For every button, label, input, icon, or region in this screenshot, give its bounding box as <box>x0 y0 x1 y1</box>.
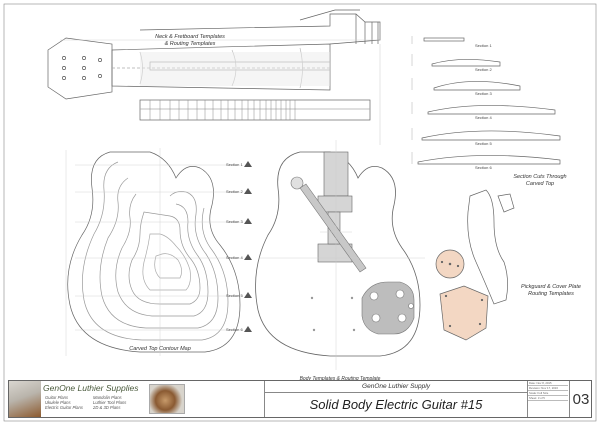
pickguard-label-line1: Pickguard & Cover Plate <box>521 284 581 290</box>
section-marker-5 <box>244 292 252 298</box>
control-cover-plate <box>439 285 489 341</box>
carved-top-label: Carved Top Contour Map <box>129 346 191 352</box>
section-cuts <box>417 37 561 165</box>
revision-info: Date: Nov 8, 2015 Revision: Nov 17, 2016… <box>528 381 568 417</box>
section-cut-label: Section 2 <box>475 67 492 72</box>
section-cut-label: Section 6 <box>475 165 492 170</box>
company-name: GenOne Luthier Supplies <box>43 383 139 393</box>
section-cut-label: Section 1 <box>475 43 492 48</box>
info-row: Scale: Full Size <box>528 391 568 396</box>
body-template <box>255 151 421 357</box>
guitar-photo <box>149 384 185 414</box>
info-row: Date: Nov 8, 2015 <box>528 381 568 386</box>
section-cut-label: Section 4 <box>475 115 492 120</box>
contour-section-label: Section 2 <box>226 189 243 194</box>
info-row: Sheet: 3 of 5 <box>528 396 568 401</box>
section-marker-3 <box>244 218 252 224</box>
pickguard-label: Pickguard & Cover Plate Routing Template… <box>516 284 586 298</box>
control-cavity <box>361 281 415 335</box>
neck-templates-label: Neck & Fretboard Templates & Routing Tem… <box>140 34 240 48</box>
section-cut-3 <box>433 81 521 91</box>
truss-rod-cover <box>497 193 515 213</box>
pickguard-outline <box>467 189 508 305</box>
section-cut-4 <box>427 105 556 115</box>
body-templates-label: Body Templates & Routing Template <box>299 376 381 382</box>
supplier-name: GenOne Luthier Supply <box>265 381 527 393</box>
bridge-studs <box>310 296 356 332</box>
product-line: Luthier Tool Plans <box>93 400 127 406</box>
company-logo <box>9 381 41 417</box>
section-marker-4 <box>244 254 252 260</box>
product-line: 2D & 3D Plans <box>93 405 121 411</box>
body-outline-right <box>255 151 421 357</box>
neck-drawing <box>47 9 381 145</box>
info-row: Revision: Nov 17, 2016 <box>528 386 568 391</box>
section-cuts-label-line1: Section Cuts Through <box>513 174 567 180</box>
contour-section-label: Section 3 <box>226 219 243 224</box>
section-markers <box>244 161 252 332</box>
wire-channel <box>299 183 367 273</box>
section-cut-label: Section 5 <box>475 141 492 146</box>
section-cuts-label: Section Cuts Through Carved Top <box>500 174 580 188</box>
body-cavities <box>290 176 415 335</box>
product-line: Guitar Plans <box>45 395 69 400</box>
section-cut-label: Section 3 <box>475 91 492 96</box>
section-cut-6 <box>417 155 561 165</box>
tuner-holes <box>62 56 102 80</box>
toggle-cavity <box>290 176 304 190</box>
contour-section-label: Section 1 <box>226 162 243 167</box>
product-line: Electric Guitar Plans <box>45 405 83 411</box>
section-cut-5 <box>421 130 561 141</box>
body-guide-lines <box>258 140 425 370</box>
neck-outline <box>111 43 331 91</box>
contour-section-label: Section 4 <box>226 255 243 260</box>
product-line: Ukulele Plans <box>45 400 71 406</box>
product-lines-col1: Guitar Plans Ukulele Plans Electric Guit… <box>45 395 83 411</box>
plan-title: Solid Body Electric Guitar #15 <box>309 397 483 412</box>
contour-section-label: Section 6 <box>226 327 243 332</box>
carved-top-contours <box>67 151 241 353</box>
fret-lines <box>149 100 296 120</box>
section-cut-1 <box>423 37 465 42</box>
section-cuts-label-line2: Carved Top <box>525 181 555 187</box>
sheet-border <box>3 3 597 422</box>
contour-guide-lines <box>65 148 238 356</box>
section-cut-2 <box>431 59 501 67</box>
product-line: Mandolin Plans <box>93 395 122 400</box>
page-number: 03 <box>569 381 592 417</box>
pickguard-templates <box>435 189 515 341</box>
section-marker-1 <box>244 161 252 167</box>
title-block: GenOne Luthier Supplies Guitar Plans Uku… <box>8 380 592 418</box>
pickguard-label-line2: Routing Templates <box>528 291 574 297</box>
neck-templates-label-line2: & Routing Templates <box>164 41 216 47</box>
section-marker-6 <box>244 326 252 332</box>
contour-section-label: Section 5 <box>226 293 243 298</box>
title-area: GenOne Luthier Supply Solid Body Electri… <box>264 381 528 417</box>
product-lines-col2: Mandolin Plans Luthier Tool Plans 2D & 3… <box>93 395 126 411</box>
section-marker-2 <box>244 188 252 194</box>
neck-templates-label-line1: Neck & Fretboard Templates <box>155 34 225 40</box>
body-outline-left <box>67 151 241 353</box>
headstock-outline <box>47 37 113 100</box>
